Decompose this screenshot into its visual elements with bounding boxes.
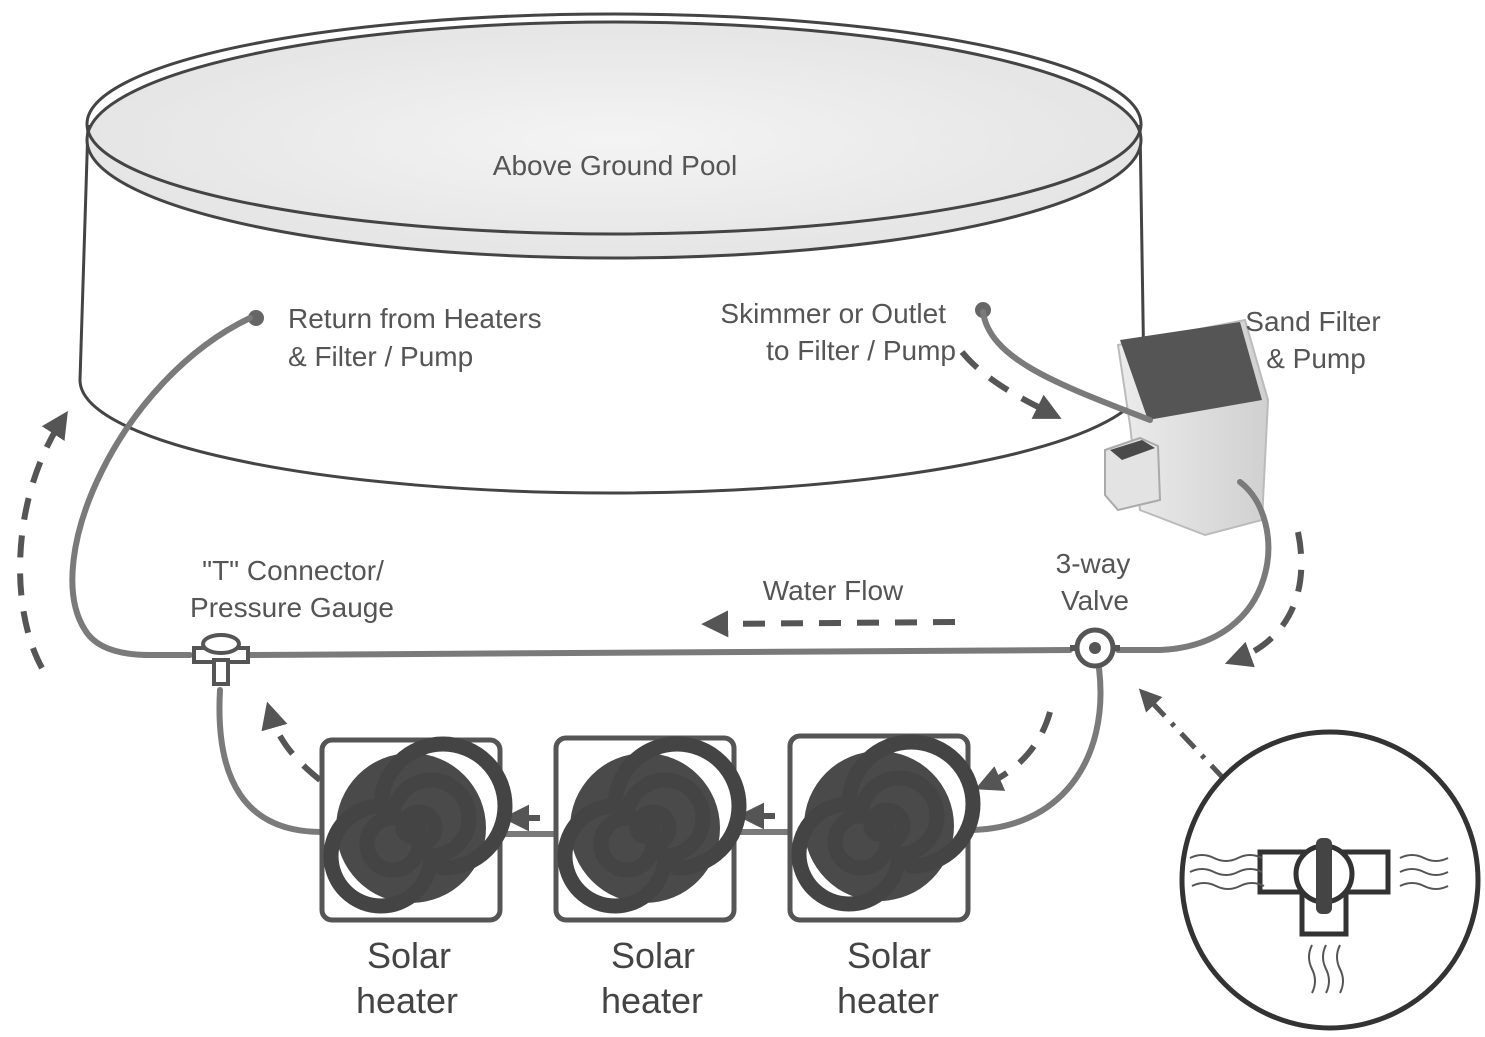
flow-arrow-to-t (261, 701, 322, 783)
tconnector-label-line2: Pressure Gauge (190, 592, 394, 623)
flow-arrow-filter-out (1224, 531, 1305, 668)
pool-label: Above Ground Pool (493, 150, 737, 181)
pipe-return (69, 315, 253, 658)
above-ground-pool: Above Ground Pool (78, 12, 1146, 495)
water-flow-label: Water Flow (763, 575, 904, 606)
filter-label-line2: & Pump (1266, 343, 1366, 374)
valve-detail-inset (1179, 729, 1481, 1031)
solar-heater-panel (787, 733, 981, 923)
valve-label-line2: Valve (1061, 585, 1129, 616)
valve-detail-water-lines (1189, 854, 1449, 994)
heater-label-3-line1: Solar (847, 935, 931, 976)
pipe-main-line (247, 647, 1073, 658)
solar-heaters (319, 733, 981, 923)
pipe-valve-to-heaters (965, 665, 1104, 833)
flow-arrow-skimmer (959, 350, 1062, 419)
water-flow-arrow (701, 610, 956, 638)
filter-label-line1: Sand Filter (1245, 306, 1380, 337)
pool-water-surface (85, 20, 1143, 260)
return-label-line1: Return from Heaters (288, 303, 542, 334)
pipes (69, 309, 1272, 837)
return-label-line2: & Filter / Pump (288, 341, 473, 372)
heater-label-1-line1: Solar (367, 935, 451, 976)
flow-arrow-to-heaters (975, 711, 1053, 791)
pipe-skimmer-to-filter (980, 309, 1153, 423)
heater-label-2-line1: Solar (611, 935, 695, 976)
heater-label-2-line2: heater (601, 980, 703, 1021)
pool-rim (85, 12, 1143, 236)
solar-heater-panel (553, 735, 747, 923)
heater-label-3-line2: heater (837, 980, 939, 1021)
return-port (248, 310, 264, 326)
three-way-valve (1070, 627, 1120, 669)
t-connector-pressure-gauge (192, 633, 250, 686)
flow-arrow-return (17, 410, 68, 670)
pipe-heaters-to-t (216, 687, 325, 835)
pipe-filter-to-valve (1115, 479, 1272, 653)
valve-label-line1: 3-way (1056, 548, 1131, 579)
sand-filter-pump (1104, 318, 1270, 537)
flow-arrows (17, 350, 1305, 832)
flow-arrow-detail (1138, 688, 1227, 782)
skimmer-label-line1: Skimmer or Outlet (720, 298, 946, 329)
tconnector-label-line1: "T" Connector/ (202, 555, 384, 586)
heater-label-1-line2: heater (356, 980, 458, 1021)
skimmer-label-line2: to Filter / Pump (766, 335, 956, 366)
solar-heater-panel (319, 736, 513, 923)
